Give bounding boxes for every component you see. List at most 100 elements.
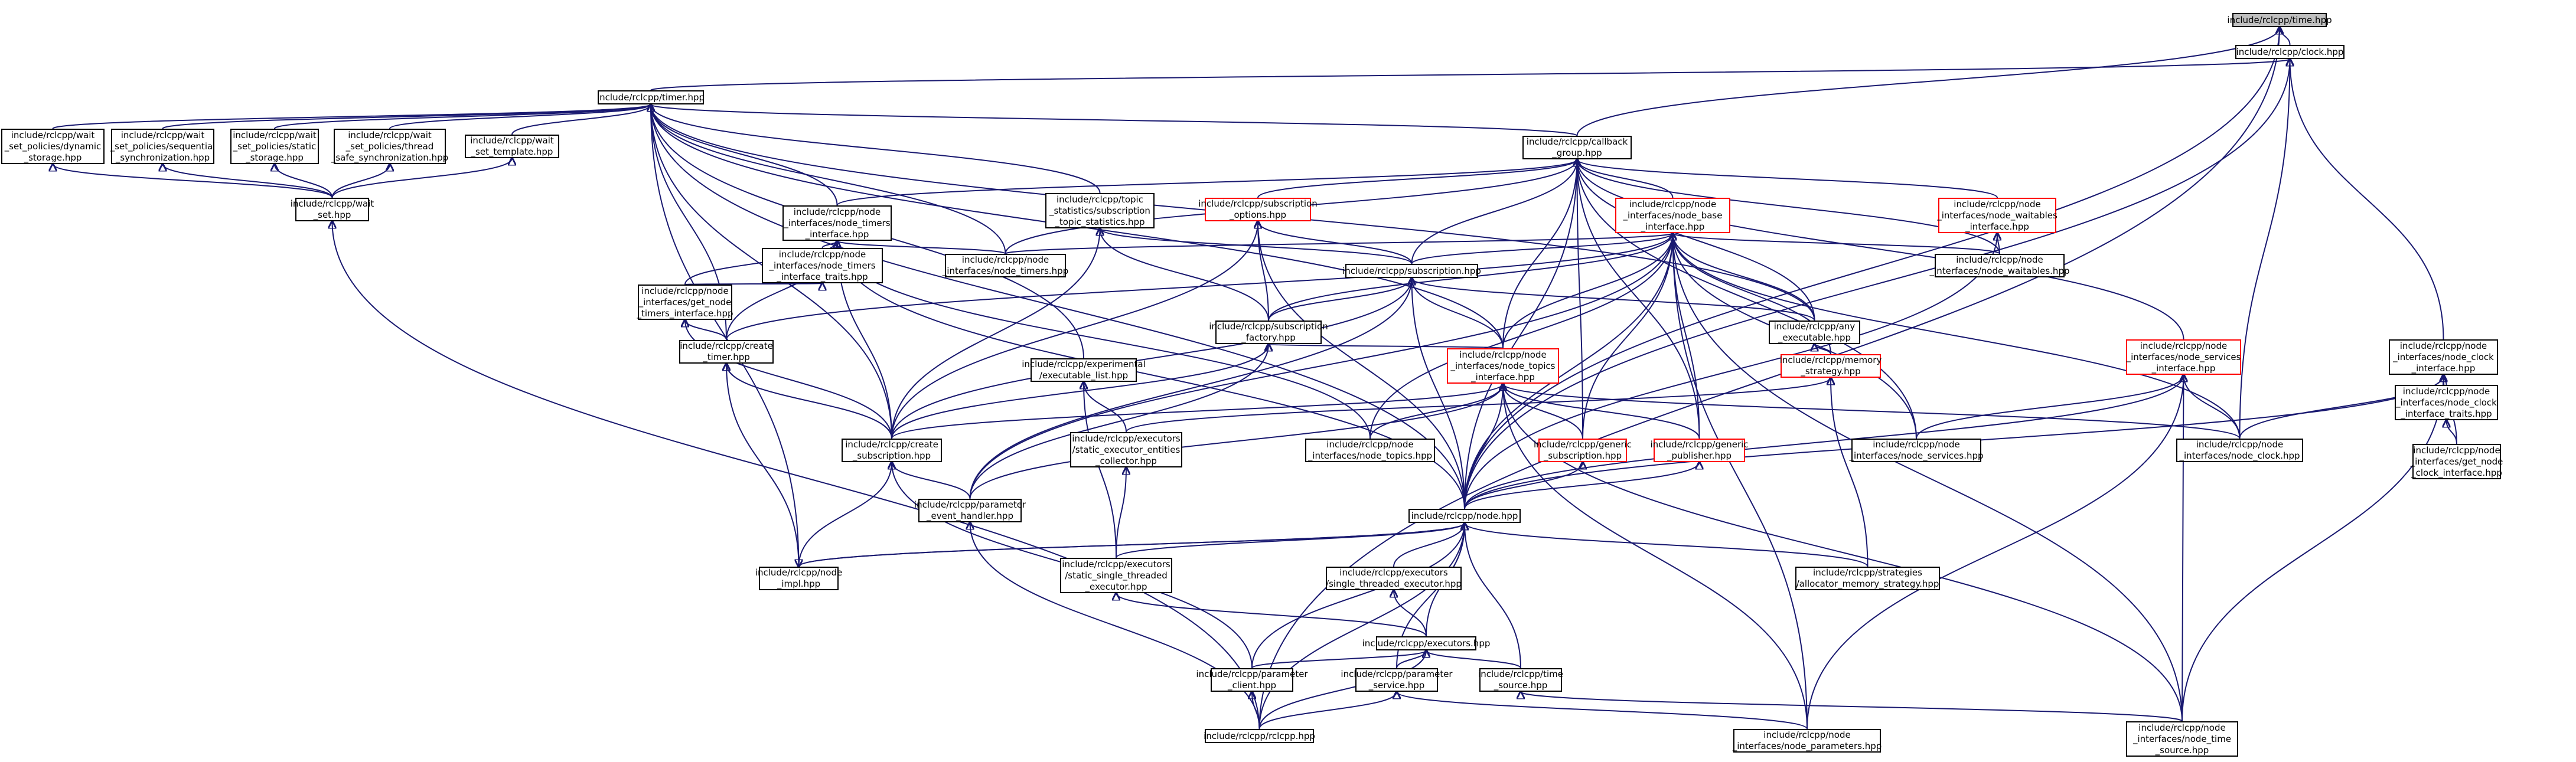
edge-param-client-to-node: [1251, 523, 1465, 669]
edge-ni-services-to-cbg: [1577, 159, 1917, 439]
edge-ni-time-source-to-ni-base: [1673, 233, 2183, 722]
edge-ni-waitables-to-ni-base: [1673, 233, 2000, 254]
edge-executors-to-static-st-exec: [1116, 593, 1427, 637]
edge-wait-set-to-w-tmpl: [331, 158, 513, 198]
edge-node-to-subscription: [1412, 278, 1465, 509]
node-node[interactable]: include/rclcpp/node.hpp: [1408, 509, 1521, 523]
edge-any-exec-to-subscription: [1412, 278, 1815, 321]
node-st-exec[interactable]: include/rclcpp/executors /single_threade…: [1326, 567, 1462, 590]
node-time[interactable]: include/rclcpp/time.hpp: [2227, 13, 2332, 27]
edge-ni-topics-if-to-subscription: [1412, 278, 1504, 349]
edge-node-impl-to-create-timer: [726, 364, 800, 567]
node-cbg[interactable]: include/rclcpp/callback _group.hpp: [1522, 136, 1632, 159]
node-get-clock[interactable]: include/rclcpp/node _interfaces/get_node…: [2411, 444, 2503, 479]
edge-rclcpp-to-node: [1258, 523, 1465, 730]
node-wait-set[interactable]: include/rclcpp/wait _set.hpp: [290, 198, 374, 221]
edge-sub-factory-to-subscription: [1268, 278, 1412, 321]
node-param-service[interactable]: include/rclcpp/parameter _service.hpp: [1341, 668, 1453, 692]
edge-mem-strat-to-any-exec: [1815, 344, 1831, 355]
node-ni-services[interactable]: include/rclcpp/node _interfaces/node_ser…: [1849, 439, 1984, 462]
node-time-source[interactable]: include/rclcpp/time _source.hpp: [1478, 668, 1563, 692]
node-static-st-exec[interactable]: include/rclcpp/executors /static_single_…: [1060, 558, 1172, 593]
node-sub-opts[interactable]: include/rclcpp/subscription _options.hpp: [1198, 198, 1318, 221]
node-ni-waitables[interactable]: include/rclcpp/node _interfaces/node_wai…: [1929, 254, 2070, 277]
node-ni-topics-if[interactable]: include/rclcpp/node _interfaces/node_top…: [1447, 348, 1559, 384]
edge-ni-timers-to-ni-timers-if: [837, 241, 1006, 254]
node-w-seq[interactable]: include/rclcpp/wait _set_policies/sequen…: [110, 129, 215, 164]
node-ni-timers[interactable]: include/rclcpp/node _interfaces/node_tim…: [942, 254, 1069, 277]
edge-node-to-cbg: [1464, 159, 1577, 509]
node-clock[interactable]: include/rclcpp/clock.hpp: [2235, 45, 2345, 59]
edge-w-seq-to-timer: [162, 104, 651, 129]
node-any-exec[interactable]: include/rclcpp/any _executable.hpp: [1769, 321, 1860, 344]
node-generic-pub[interactable]: include/rclcpp/generic _publisher.hpp: [1650, 439, 1749, 462]
node-ni-topics[interactable]: include/rclcpp/node _interfaces/node_top…: [1305, 439, 1435, 462]
edge-ni-services-to-ni-services-if: [1916, 375, 2184, 439]
node-param-client[interactable]: include/rclcpp/parameter _client.hpp: [1196, 668, 1308, 692]
edge-w-static-to-timer: [274, 104, 651, 129]
node-rclcpp[interactable]: include/rclcpp/rclcpp.hpp: [1204, 729, 1315, 743]
node-exec-list[interactable]: include/rclcpp/experimental /executable_…: [1022, 358, 1146, 382]
node-ni-base[interactable]: include/rclcpp/node _interfaces/node_bas…: [1615, 198, 1730, 233]
node-ni-wait-if[interactable]: include/rclcpp/node _interfaces/node_wai…: [1937, 198, 2057, 233]
edge-node-to-ni-base: [1464, 233, 1673, 509]
edge-any-exec-to-ni-base: [1673, 233, 1815, 321]
node-ni-services-if[interactable]: include/rclcpp/node _interfaces/node_ser…: [2126, 339, 2241, 375]
edge-create-sub-to-subscription: [891, 278, 1412, 439]
node-ni-timers-if[interactable]: include/rclcpp/node _interfaces/node_tim…: [782, 205, 892, 241]
edge-wait-set-to-w-dyn: [53, 164, 333, 198]
node-static-collector[interactable]: include/rclcpp/executors /static_executo…: [1070, 432, 1182, 467]
node-ni-clock-if[interactable]: include/rclcpp/node _interfaces/node_clo…: [2389, 339, 2498, 375]
edge-ni-timers-if-to-cbg: [836, 159, 1577, 206]
edge-static-st-exec-to-exec-list: [1084, 382, 1117, 558]
node-param-event[interactable]: include/rclcpp/parameter _event_handler.…: [914, 499, 1026, 522]
edge-node-to-ni-services-if: [1464, 375, 2184, 509]
edge-node-impl-to-create-sub: [798, 462, 892, 567]
edge-w-thread-to-timer: [389, 104, 651, 129]
node-create-sub[interactable]: include/rclcpp/create _subscription.hpp: [842, 439, 942, 462]
node-sub-factory[interactable]: include/rclcpp/subscription _factory.hpp: [1209, 321, 1328, 344]
edge-ni-time-source-to-time-source: [1521, 692, 2183, 722]
edge-ni-topics-to-ni-base: [1369, 233, 1673, 439]
node-w-thread[interactable]: include/rclcpp/wait _set_policies/thread…: [331, 129, 448, 164]
edge-node-impl-to-timer: [651, 104, 800, 567]
edge-subscription-to-topic-stats: [1100, 228, 1413, 264]
node-ni-params[interactable]: include/rclcpp/node _interfaces/node_par…: [1732, 729, 1882, 753]
node-timer[interactable]: include/rclcpp/timer.hpp: [597, 90, 705, 104]
edge-create-sub-to-sub-opts: [891, 221, 1258, 439]
node-w-dyn[interactable]: include/rclcpp/wait _set_policies/dynami…: [1, 129, 105, 164]
edge-static-st-exec-to-static-collector: [1116, 467, 1126, 558]
edge-ni-timers-to-ni-base: [1005, 233, 1673, 254]
edge-alloc-strat-to-mem-strat: [1831, 378, 1869, 567]
node-ni-clock[interactable]: include/rclcpp/node _interfaces/node_clo…: [2176, 439, 2303, 462]
edge-topic-stats-to-timer: [651, 104, 1101, 194]
node-ni-clock-traits[interactable]: include/rclcpp/node _interfaces/node_clo…: [2395, 385, 2498, 420]
node-mem-strat[interactable]: include/rclcpp/memory _strategy.hpp: [1779, 354, 1882, 378]
edge-sub-factory-to-topic-stats: [1100, 228, 1269, 321]
edge-static-collector-to-mem-strat: [1126, 378, 1831, 433]
node-subscription[interactable]: include/rclcpp/subscription.hpp: [1342, 264, 1481, 278]
edge-cbg-to-time: [1576, 27, 2280, 136]
edge-node-to-ni-wait-if: [1464, 233, 1997, 509]
edge-node-to-ni-timers-if: [837, 241, 1465, 509]
node-node-impl[interactable]: include/rclcpp/node _impl.hpp: [755, 567, 843, 590]
node-w-tmpl[interactable]: include/rclcpp/wait _set_template.hpp: [465, 135, 559, 158]
edge-generic-pub-to-cbg: [1577, 159, 1700, 439]
node-executors[interactable]: include/rclcpp/executors.hpp: [1362, 636, 1490, 650]
node-create-timer[interactable]: include/rclcpp/create _timer.hpp: [679, 340, 774, 364]
edge-create-sub-to-sub-factory: [891, 344, 1269, 439]
edge-node-to-time: [1464, 27, 2280, 509]
node-topic-stats[interactable]: include/rclcpp/topic _statistics/subscri…: [1045, 193, 1155, 228]
node-generic-sub[interactable]: include/rclcpp/generic _subscription.hpp: [1533, 439, 1632, 462]
node-alloc-strat[interactable]: include/rclcpp/strategies /allocator_mem…: [1795, 567, 1940, 590]
edge-time-source-to-node: [1465, 523, 1521, 669]
node-w-static[interactable]: include/rclcpp/wait _set_policies/static…: [230, 129, 319, 164]
edge-timer-to-clock: [650, 59, 2290, 91]
node-ni-time-source[interactable]: include/rclcpp/node _interfaces/node_tim…: [2126, 721, 2238, 757]
node-ni-timers-traits[interactable]: include/rclcpp/node _interfaces/node_tim…: [762, 248, 883, 283]
node-get-timers[interactable]: include/rclcpp/node _interfaces/get_node…: [637, 284, 733, 320]
edge-generic-sub-to-cbg: [1577, 159, 1583, 439]
edge-static-collector-to-exec-list: [1084, 382, 1127, 433]
edge-rclcpp-to-param-service: [1258, 692, 1397, 730]
